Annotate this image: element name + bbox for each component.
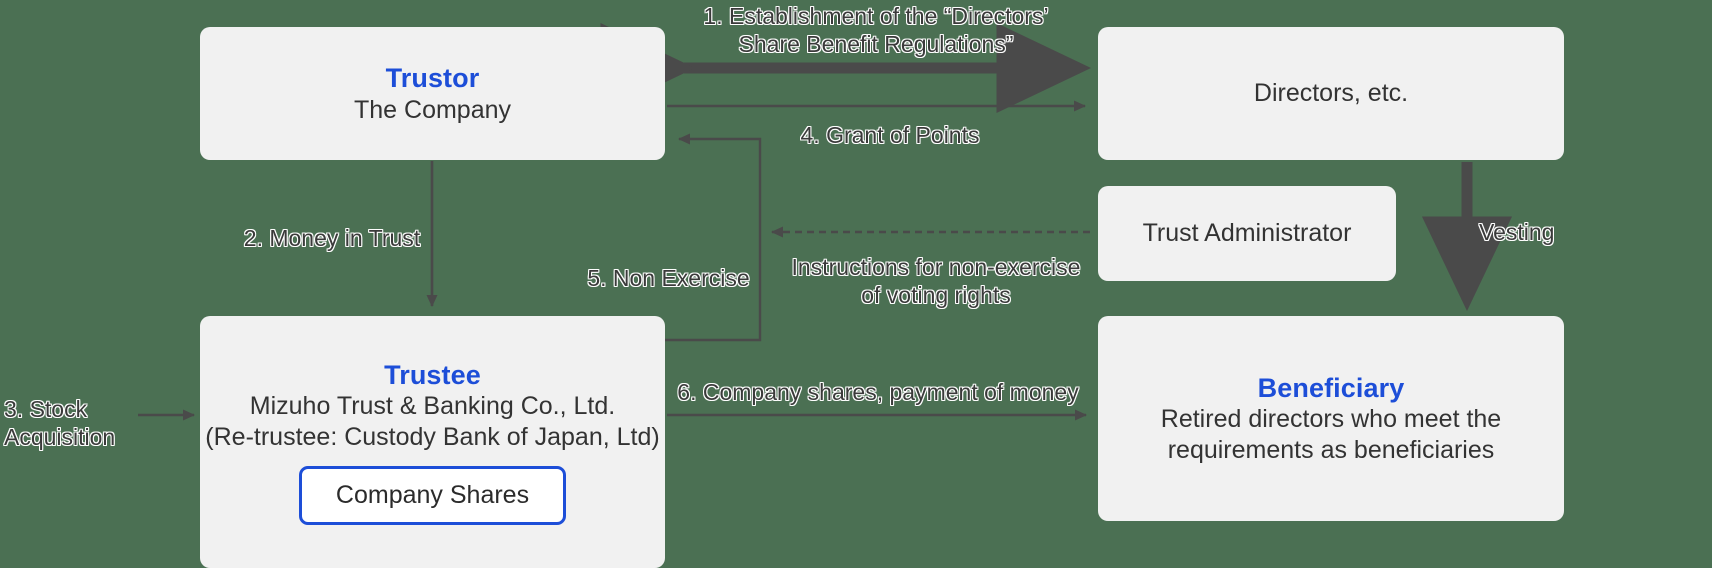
- trust-administrator-label: Trust Administrator: [1142, 218, 1352, 247]
- trustee-line-1: Mizuho Trust & Banking Co., Ltd.: [249, 392, 616, 421]
- node-beneficiary[interactable]: Beneficiary Retired directors who meet t…: [1098, 316, 1564, 521]
- beneficiary-line-1: Retired directors who meet the: [1160, 405, 1502, 434]
- edge-label-non-exercise: 5. Non Exercise: [587, 265, 750, 291]
- node-directors[interactable]: Directors, etc.: [1098, 27, 1564, 160]
- beneficiary-title: Beneficiary: [1257, 372, 1405, 403]
- edge-label-voting-instructions: Instructions for non-exercise of voting …: [791, 254, 1081, 309]
- edge-label-grant-of-points: 4. Grant of Points: [800, 122, 980, 148]
- node-trustor[interactable]: Trustor The Company: [200, 27, 665, 160]
- edge-label-stock-acquisition: 3. Stock Acquisition: [4, 396, 116, 451]
- arrow-non-exercise: [665, 133, 762, 342]
- company-shares-chip[interactable]: Company Shares: [298, 466, 567, 526]
- trustor-title: Trustor: [385, 62, 480, 93]
- edge-label-vesting: Vesting: [1479, 219, 1555, 245]
- trustee-title: Trustee: [384, 359, 481, 390]
- trustee-line-2: (Re-trustee: Custody Bank of Japan, Ltd): [205, 422, 660, 451]
- node-trustee[interactable]: Trustee Mizuho Trust & Banking Co., Ltd.…: [200, 316, 665, 568]
- edge-label-money-in-trust: 2. Money in Trust: [243, 225, 421, 251]
- edge-label-company-shares-payment: 6. Company shares, payment of money: [677, 379, 1079, 405]
- node-trust-administrator[interactable]: Trust Administrator: [1098, 186, 1396, 281]
- trustor-subtitle: The Company: [353, 95, 512, 124]
- edge-label-establishment: 1. Establishment of the “Directors’ Shar…: [703, 3, 1049, 58]
- beneficiary-line-2: requirements as beneficiaries: [1167, 435, 1495, 464]
- directors-label: Directors, etc.: [1253, 78, 1409, 107]
